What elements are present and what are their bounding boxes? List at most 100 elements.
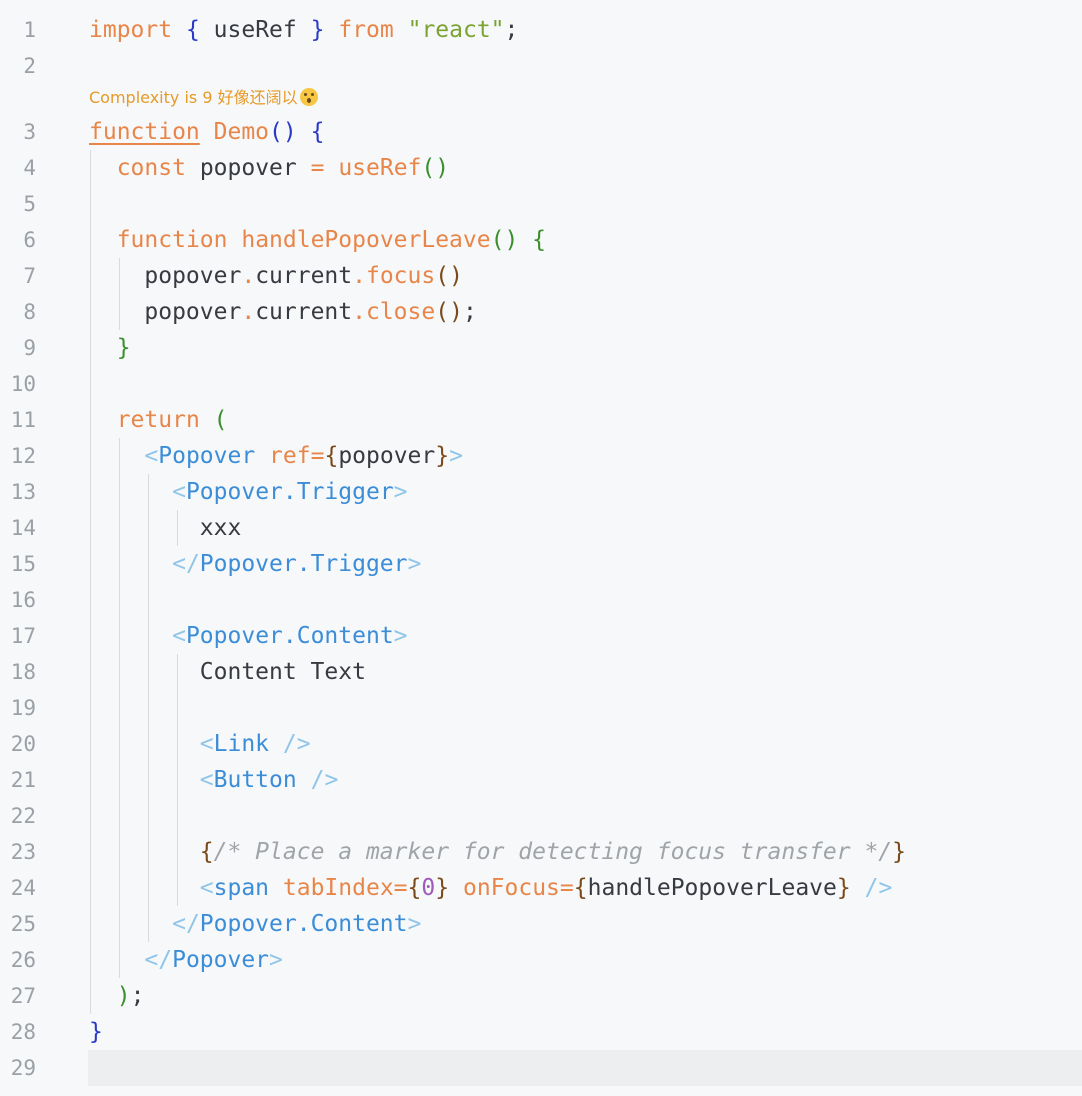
line-number: 5 [23, 192, 36, 216]
code-line[interactable]: 14 xxx [0, 510, 1082, 546]
token: handlePopoverLeave [587, 875, 837, 901]
code-line[interactable]: 21 <Button /> [0, 762, 1082, 798]
line-number: 24 [10, 876, 36, 900]
token: > [449, 443, 463, 469]
code-line[interactable]: 5 [0, 186, 1082, 222]
token: ; [462, 299, 477, 325]
code-line[interactable]: 22 [0, 798, 1082, 834]
token: popover [144, 263, 242, 289]
line-number: 14 [10, 516, 36, 540]
token: tabIndex [282, 875, 394, 901]
hushed-face-emoji-icon [299, 88, 318, 106]
code-line[interactable]: 15 </Popover.Trigger> [0, 546, 1082, 582]
code-line[interactable]: 3 function Demo() { [0, 114, 1082, 150]
code-line[interactable]: 13 <Popover.Trigger> [0, 474, 1082, 510]
indent-guide [177, 510, 178, 546]
token: . [352, 299, 366, 325]
token: Popover [172, 947, 270, 973]
token: onFocus [462, 875, 560, 901]
token: > [393, 479, 408, 505]
token: popover [199, 155, 297, 181]
token: ) [282, 119, 297, 145]
code-line[interactable]: 6 function handlePopoverLeave() { [0, 222, 1082, 258]
line-number: 4 [23, 156, 36, 180]
token: > [269, 947, 283, 973]
token: function [116, 227, 228, 253]
token: ; [130, 983, 145, 1009]
code-line[interactable]: 29 [0, 1050, 1082, 1086]
code-line[interactable]: 26 </Popover> [0, 942, 1082, 978]
token: Popover.Trigger [185, 479, 394, 505]
token: = [310, 443, 325, 469]
indent-guide [90, 150, 91, 1014]
token: < [172, 479, 186, 505]
code-line[interactable]: 20 <Link /> [0, 726, 1082, 762]
token: < [199, 875, 214, 901]
token: Demo [213, 119, 270, 145]
token: ( [435, 263, 450, 289]
token: . [352, 263, 366, 289]
token: ) [504, 227, 519, 253]
token: /> [310, 767, 339, 793]
line-number: 10 [10, 372, 36, 396]
token: } [435, 443, 450, 469]
token: close [365, 299, 436, 325]
codelens-text: Complexity is 9 好像还阔以 [89, 88, 298, 107]
line-number: 13 [10, 480, 36, 504]
token: /> [864, 875, 893, 901]
token: } [435, 875, 450, 901]
code-line[interactable]: 24 <span tabIndex={0} onFocus={handlePop… [0, 870, 1082, 906]
indent-guide [177, 654, 178, 906]
token: { [573, 875, 588, 901]
code-line[interactable]: 9 } [0, 330, 1082, 366]
code-line[interactable]: 11 return ( [0, 402, 1082, 438]
token: { [324, 443, 339, 469]
token: } [836, 875, 851, 901]
token: ( [213, 407, 228, 433]
code-line[interactable]: 18 Content Text [0, 654, 1082, 690]
token: focus [365, 263, 436, 289]
line-number: 9 [23, 336, 36, 360]
code-line[interactable]: 17 <Popover.Content> [0, 618, 1082, 654]
code-line[interactable]: 1 import { useRef } from "react"; [0, 12, 1082, 48]
code-line[interactable]: 19 [0, 690, 1082, 726]
indent-guide [148, 474, 149, 942]
token: handlePopoverLeave [241, 227, 491, 253]
line-number: 1 [23, 18, 36, 42]
line-number: 3 [23, 120, 36, 144]
token: </ [144, 947, 173, 973]
token: ; [504, 17, 519, 43]
line-number: 7 [23, 264, 36, 288]
token: popover [144, 299, 242, 325]
token: </ [172, 911, 200, 937]
token: 0 [421, 875, 436, 901]
indent-guide [119, 258, 120, 330]
code-line[interactable]: 27 ); [0, 978, 1082, 1014]
token: < [199, 731, 214, 757]
token: xxx [199, 515, 242, 541]
code-line[interactable]: 12 <Popover ref={popover}> [0, 438, 1082, 474]
code-line[interactable]: 25 </Popover.Content> [0, 906, 1082, 942]
code-line[interactable]: 7 popover.current.focus() [0, 258, 1082, 294]
code-line[interactable]: 4 const popover = useRef() [0, 150, 1082, 186]
token: "react" [407, 17, 505, 43]
code-line[interactable]: 16 [0, 582, 1082, 618]
token: useRef [338, 155, 422, 181]
token: ( [435, 299, 450, 325]
token: /* Place a marker for detecting focus tr… [213, 839, 893, 865]
token: useRef [213, 17, 297, 43]
code-line[interactable]: 8 popover.current.close(); [0, 294, 1082, 330]
token: . [241, 263, 256, 289]
code-line[interactable]: 28 } [0, 1014, 1082, 1050]
token: ( [490, 227, 505, 253]
token: { [185, 17, 200, 43]
code-line[interactable]: 10 [0, 366, 1082, 402]
token: ) [449, 299, 463, 325]
token: Content Text [199, 659, 366, 685]
code-line[interactable]: 2 [0, 48, 1082, 84]
complexity-codelens[interactable]: Complexity is 9 好像还阔以 [89, 86, 318, 110]
code-line[interactable]: 23 {/* Place a marker for detecting focu… [0, 834, 1082, 870]
token: Button [213, 767, 297, 793]
token: { [199, 839, 214, 865]
